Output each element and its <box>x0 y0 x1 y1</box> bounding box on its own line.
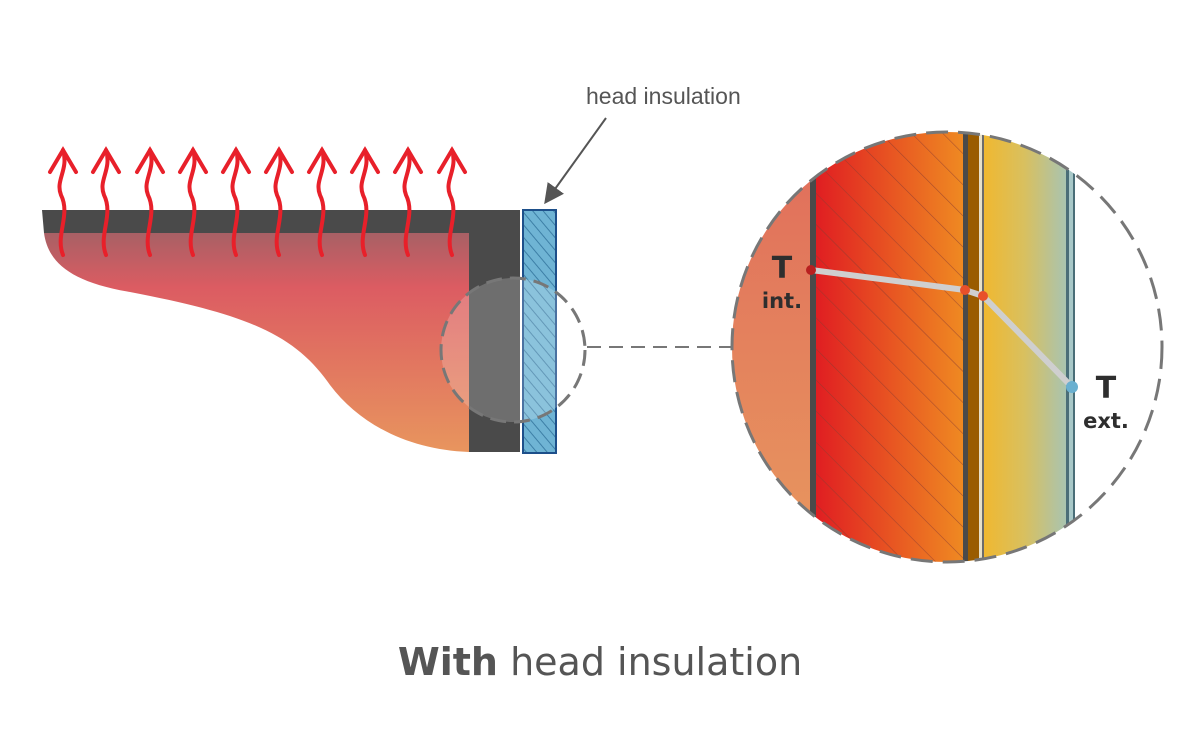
t-int-symbol: T <box>772 251 793 286</box>
title-bold: With <box>397 640 498 684</box>
heat-arrow-icon <box>178 146 208 257</box>
heat-arrow-icon <box>437 146 467 257</box>
t-ext-symbol: T <box>1096 371 1117 406</box>
interior-plaster <box>732 132 812 562</box>
heat-arrow-icon <box>91 146 121 257</box>
heat-arrow-icon <box>307 146 337 257</box>
callout-arrow-icon <box>544 117 607 205</box>
adhesive-layer <box>968 132 979 562</box>
detail-lens <box>439 276 587 424</box>
insulation-foam-layer <box>984 132 1066 562</box>
t-ext-subscript: ext. <box>1083 409 1129 433</box>
heat-arrow-icon <box>221 146 251 257</box>
title-rest: head insulation <box>497 640 803 684</box>
building-shell <box>42 210 520 452</box>
temp-point-insulation <box>978 291 988 301</box>
heat-arrow-icon <box>135 146 165 257</box>
heat-arrow-icon <box>264 146 294 257</box>
head-insulation-callout: head insulation <box>586 83 741 109</box>
temp-point-exterior <box>1066 381 1078 393</box>
heat-arrow-icon <box>393 146 423 257</box>
t-int-subscript: int. <box>762 289 802 313</box>
heat-arrow-icon <box>350 146 380 257</box>
temperature-profile-line <box>810 267 1075 390</box>
heated-interior <box>44 233 469 452</box>
diagram-title: With head insulation <box>0 640 1200 684</box>
temp-point-brick <box>960 285 970 295</box>
render-layer <box>1069 132 1073 562</box>
heat-loss-arrows <box>48 146 467 257</box>
zoom-circle-outline <box>730 130 1164 564</box>
heat-arrow-icon <box>48 146 78 257</box>
wall-section-zoom <box>732 132 1075 562</box>
temp-point-interior <box>806 265 816 275</box>
